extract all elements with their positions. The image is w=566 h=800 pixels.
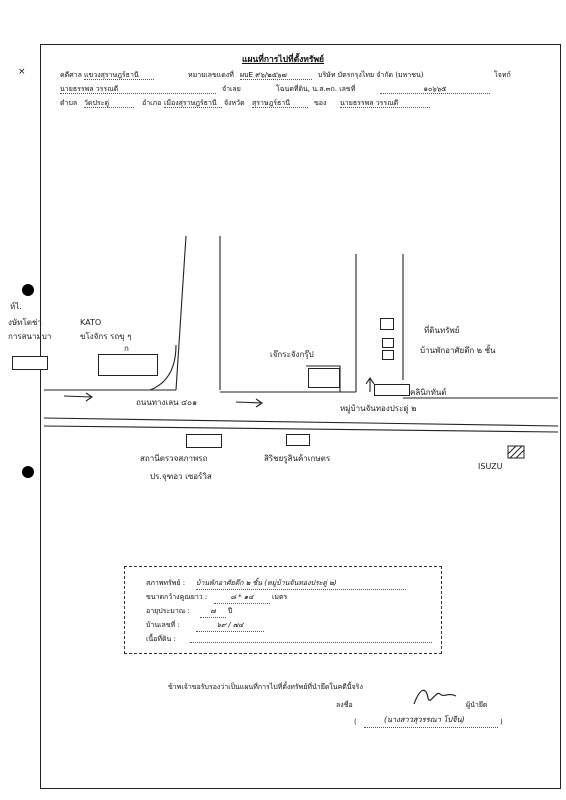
building-kato bbox=[98, 354, 158, 376]
age-unit: ปี bbox=[228, 607, 233, 615]
punch-hole bbox=[22, 466, 34, 478]
shop-pointer bbox=[306, 365, 341, 392]
punch-hole bbox=[22, 284, 34, 296]
size-value: ๘ * ๑๔ bbox=[214, 592, 270, 604]
coop-label: สิริชยรูสินค้าเกษตร bbox=[264, 454, 331, 463]
plaintiff-label: โจทก์ bbox=[494, 71, 511, 79]
kato-mark: ก bbox=[124, 344, 129, 353]
main-road-bottom-line bbox=[43, 417, 559, 427]
province-value: สุราษฎร์ธานี bbox=[252, 100, 308, 108]
plaintiff-value: บริษัท บัตรกรุงไทย จำกัด (มหาชน) bbox=[318, 71, 424, 79]
house-no-value: ๖๙ / ๗๔ bbox=[196, 620, 264, 632]
deed-label: โฉนดที่ดิน, น.ส.๓ก. เลขที่ bbox=[276, 85, 356, 93]
age-label: อายุประมาณ : bbox=[146, 607, 190, 615]
building-target-2 bbox=[382, 338, 394, 348]
margin-tick: × bbox=[18, 67, 26, 77]
owner-label: ของ bbox=[314, 99, 327, 107]
road-curve bbox=[149, 344, 177, 391]
dentist-label: คลินิกทันต์ bbox=[410, 388, 447, 397]
direction-arrow bbox=[63, 392, 93, 402]
age-value: ๗ bbox=[200, 606, 226, 618]
direction-arrow bbox=[235, 398, 263, 408]
building-target-3 bbox=[382, 350, 394, 360]
building-police bbox=[186, 434, 222, 448]
margin-line: การสนามบา bbox=[8, 332, 52, 341]
certification-statement: ข้าพเจ้าขอรับรองว่าเป็นแผนที่การไปที่ตั้… bbox=[168, 683, 363, 691]
subdistrict-label: ตำบล bbox=[60, 99, 78, 107]
police-label: สถานีตรวจสภาพรถ bbox=[140, 454, 208, 463]
paren-open: ( bbox=[354, 718, 357, 726]
main-road-label: ถนนทางเลน ๔๐๑ bbox=[136, 398, 198, 407]
target-desc: บ้านพักอาศัยตึก ๒ ชั้น bbox=[420, 346, 496, 355]
margin-line: งษัทโตช่า bbox=[8, 318, 42, 327]
details-box bbox=[124, 566, 442, 654]
building-dentist bbox=[374, 384, 410, 396]
defendant-value: นายธรรพล วรรณดี bbox=[60, 86, 216, 94]
main-road-bottom-line-2 bbox=[43, 425, 559, 433]
province-label: จังหวัด bbox=[224, 99, 245, 107]
left-side-road-line bbox=[175, 235, 187, 391]
shop-label: เจ๊กระจังกรุ๊ป bbox=[270, 350, 314, 359]
type-value: บ้านพักอาศัยตึก ๒ ชั้น (หมู่บ้านจันทองปร… bbox=[196, 578, 406, 590]
target-label: ที่ดินทรัพย์ bbox=[424, 326, 460, 335]
type-label: สภาพทรัพย์ : bbox=[146, 579, 186, 587]
house-no-label: บ้านเลขที่ : bbox=[146, 621, 180, 629]
case-value: ผบE ๙๖/๒๕๖๗ bbox=[240, 72, 312, 80]
direction-arrow bbox=[365, 377, 375, 392]
building-coop bbox=[286, 434, 310, 446]
deed-value: ๑๐๖๖๕ bbox=[380, 86, 490, 94]
signer-name: (นางสาวสุวรรณา โปจีน) bbox=[384, 715, 465, 724]
district-value: เมืองสุราษฎร์ธานี bbox=[164, 100, 222, 108]
building-target bbox=[380, 318, 394, 330]
signature-mark bbox=[413, 689, 457, 705]
area-label: เนื้อที่ดิน : bbox=[146, 635, 176, 643]
owner-value: นายธรรพล วรรณดี bbox=[340, 100, 430, 108]
isuzu-label: ISUZU bbox=[478, 462, 503, 471]
kato-desc: ขโงจักร รถขุ ๆ bbox=[80, 332, 132, 341]
building-left bbox=[12, 356, 48, 370]
village-label: หมู่บ้านจันทองประดู่ ๒ bbox=[340, 404, 417, 413]
case-label: หมายเลขแดงที่ bbox=[188, 71, 234, 79]
court-value: แขวงสุราษฎร์ธานี bbox=[84, 72, 154, 80]
court-label: คดีศาล bbox=[60, 71, 82, 79]
size-label: ขนาดกว้างคูณยาว : bbox=[146, 593, 208, 601]
kato-label: KATO bbox=[80, 318, 102, 327]
size-unit: เมตร bbox=[272, 593, 288, 601]
area-value bbox=[190, 634, 432, 643]
defendant-label: จำเลย bbox=[222, 85, 241, 93]
police-desc: ปร.จุฑอว เซอร์วิส bbox=[150, 472, 212, 481]
page-title: แผนที่การไปที่ตั้งทรัพย์ bbox=[241, 55, 325, 65]
subdistrict-value: วัดประดู่ bbox=[84, 100, 134, 108]
building-shop bbox=[308, 368, 340, 388]
district-label: อำเภอ bbox=[142, 99, 162, 107]
signer-line bbox=[364, 726, 498, 728]
margin-line: ห์ไ. bbox=[10, 302, 22, 311]
paren-close: ) bbox=[500, 718, 503, 726]
sign-label: ลงชื่อ bbox=[336, 701, 353, 709]
isuzu-box bbox=[507, 445, 525, 459]
signature-role: ผู้นำยึด bbox=[466, 701, 488, 709]
page-frame bbox=[40, 44, 561, 789]
